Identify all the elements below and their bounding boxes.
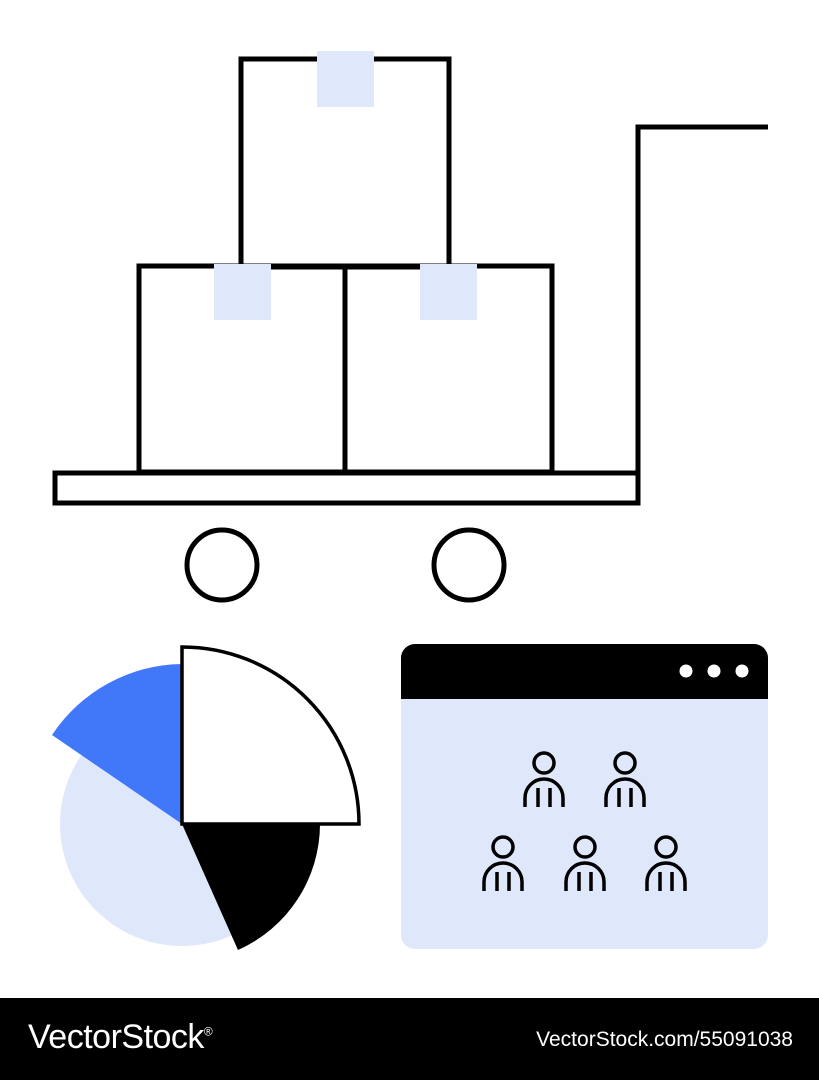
menu-dot-icon xyxy=(679,664,693,678)
pie-slice-outlined xyxy=(180,645,361,826)
cart-wheel-right xyxy=(431,527,507,603)
pie-slice-blue xyxy=(52,664,182,824)
cart-wheel-left xyxy=(184,527,260,603)
registered-mark: ® xyxy=(203,1024,213,1039)
menu-dot-icon xyxy=(735,664,749,678)
pie-chart xyxy=(52,645,361,950)
bottom-right-box-tape xyxy=(420,264,477,320)
menu-dot-icon xyxy=(707,664,721,678)
top-box xyxy=(238,51,452,270)
cart-handle xyxy=(635,124,768,473)
top-box-tape xyxy=(317,51,374,107)
bottom-left-box-tape xyxy=(214,264,271,320)
pie-slice-black xyxy=(182,824,320,950)
cart-platform xyxy=(52,470,641,506)
browser-title-bar xyxy=(401,644,768,699)
bottom-right-box xyxy=(342,263,555,475)
illustration xyxy=(52,51,768,950)
bottom-left-box xyxy=(136,263,348,475)
brand-name: VectorStock® xyxy=(28,1018,213,1056)
stock-image-id: VectorStock.com/55091038 xyxy=(536,1028,793,1051)
watermark-footer: VectorStock® VectorStock.com/55091038 xyxy=(0,998,819,1080)
browser-body xyxy=(401,644,768,949)
browser-window xyxy=(401,644,768,949)
